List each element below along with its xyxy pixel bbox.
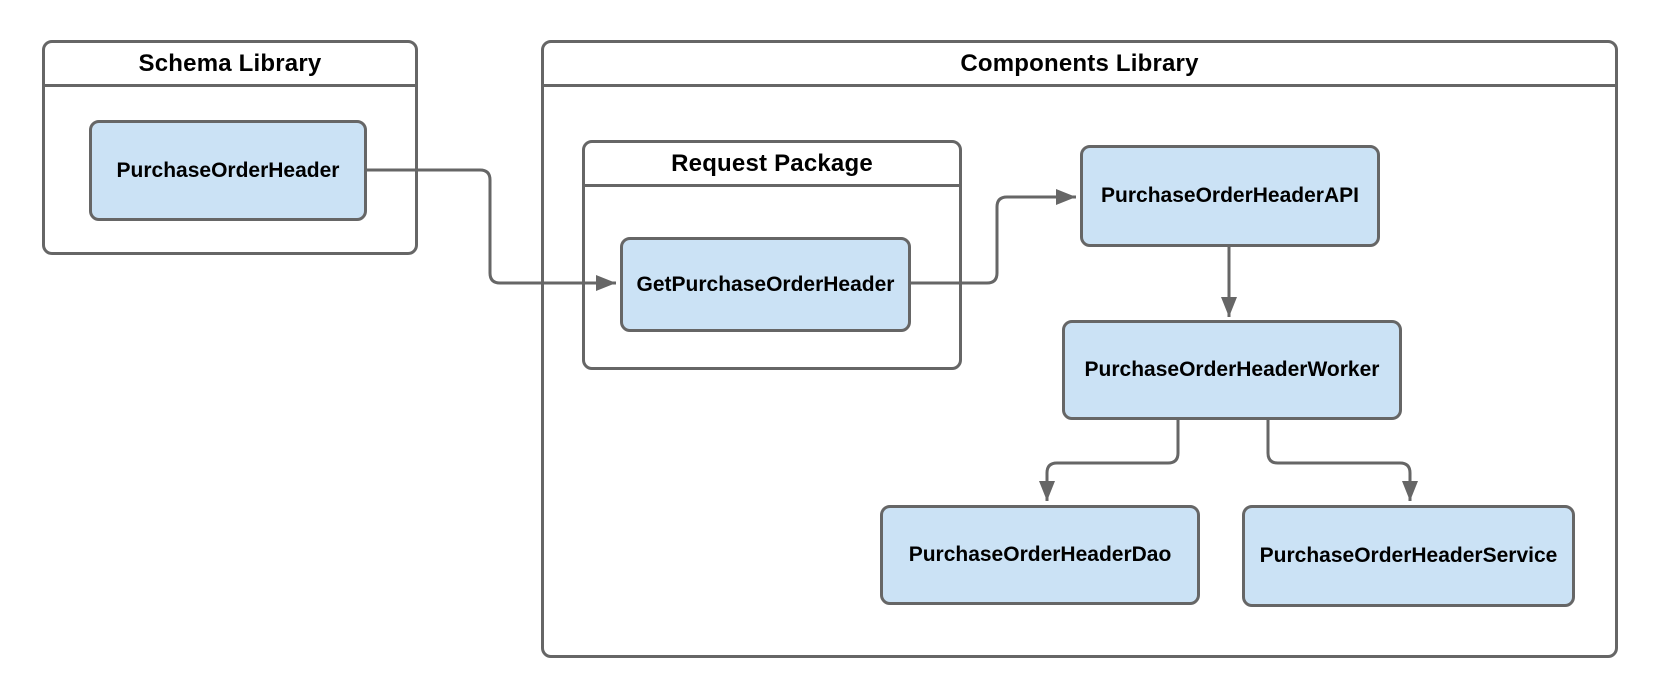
node-purchase-order-header-api: PurchaseOrderHeaderAPI (1080, 145, 1380, 247)
request-package-title: Request Package (585, 143, 959, 187)
schema-library-title: Schema Library (45, 43, 415, 87)
node-purchase-order-header: PurchaseOrderHeader (89, 120, 367, 221)
node-purchase-order-header-service: PurchaseOrderHeaderService (1242, 505, 1575, 607)
node-purchase-order-header-dao: PurchaseOrderHeaderDao (880, 505, 1200, 605)
node-get-purchase-order-header: GetPurchaseOrderHeader (620, 237, 911, 332)
components-library-title: Components Library (544, 43, 1615, 87)
node-purchase-order-header-worker: PurchaseOrderHeaderWorker (1062, 320, 1402, 420)
